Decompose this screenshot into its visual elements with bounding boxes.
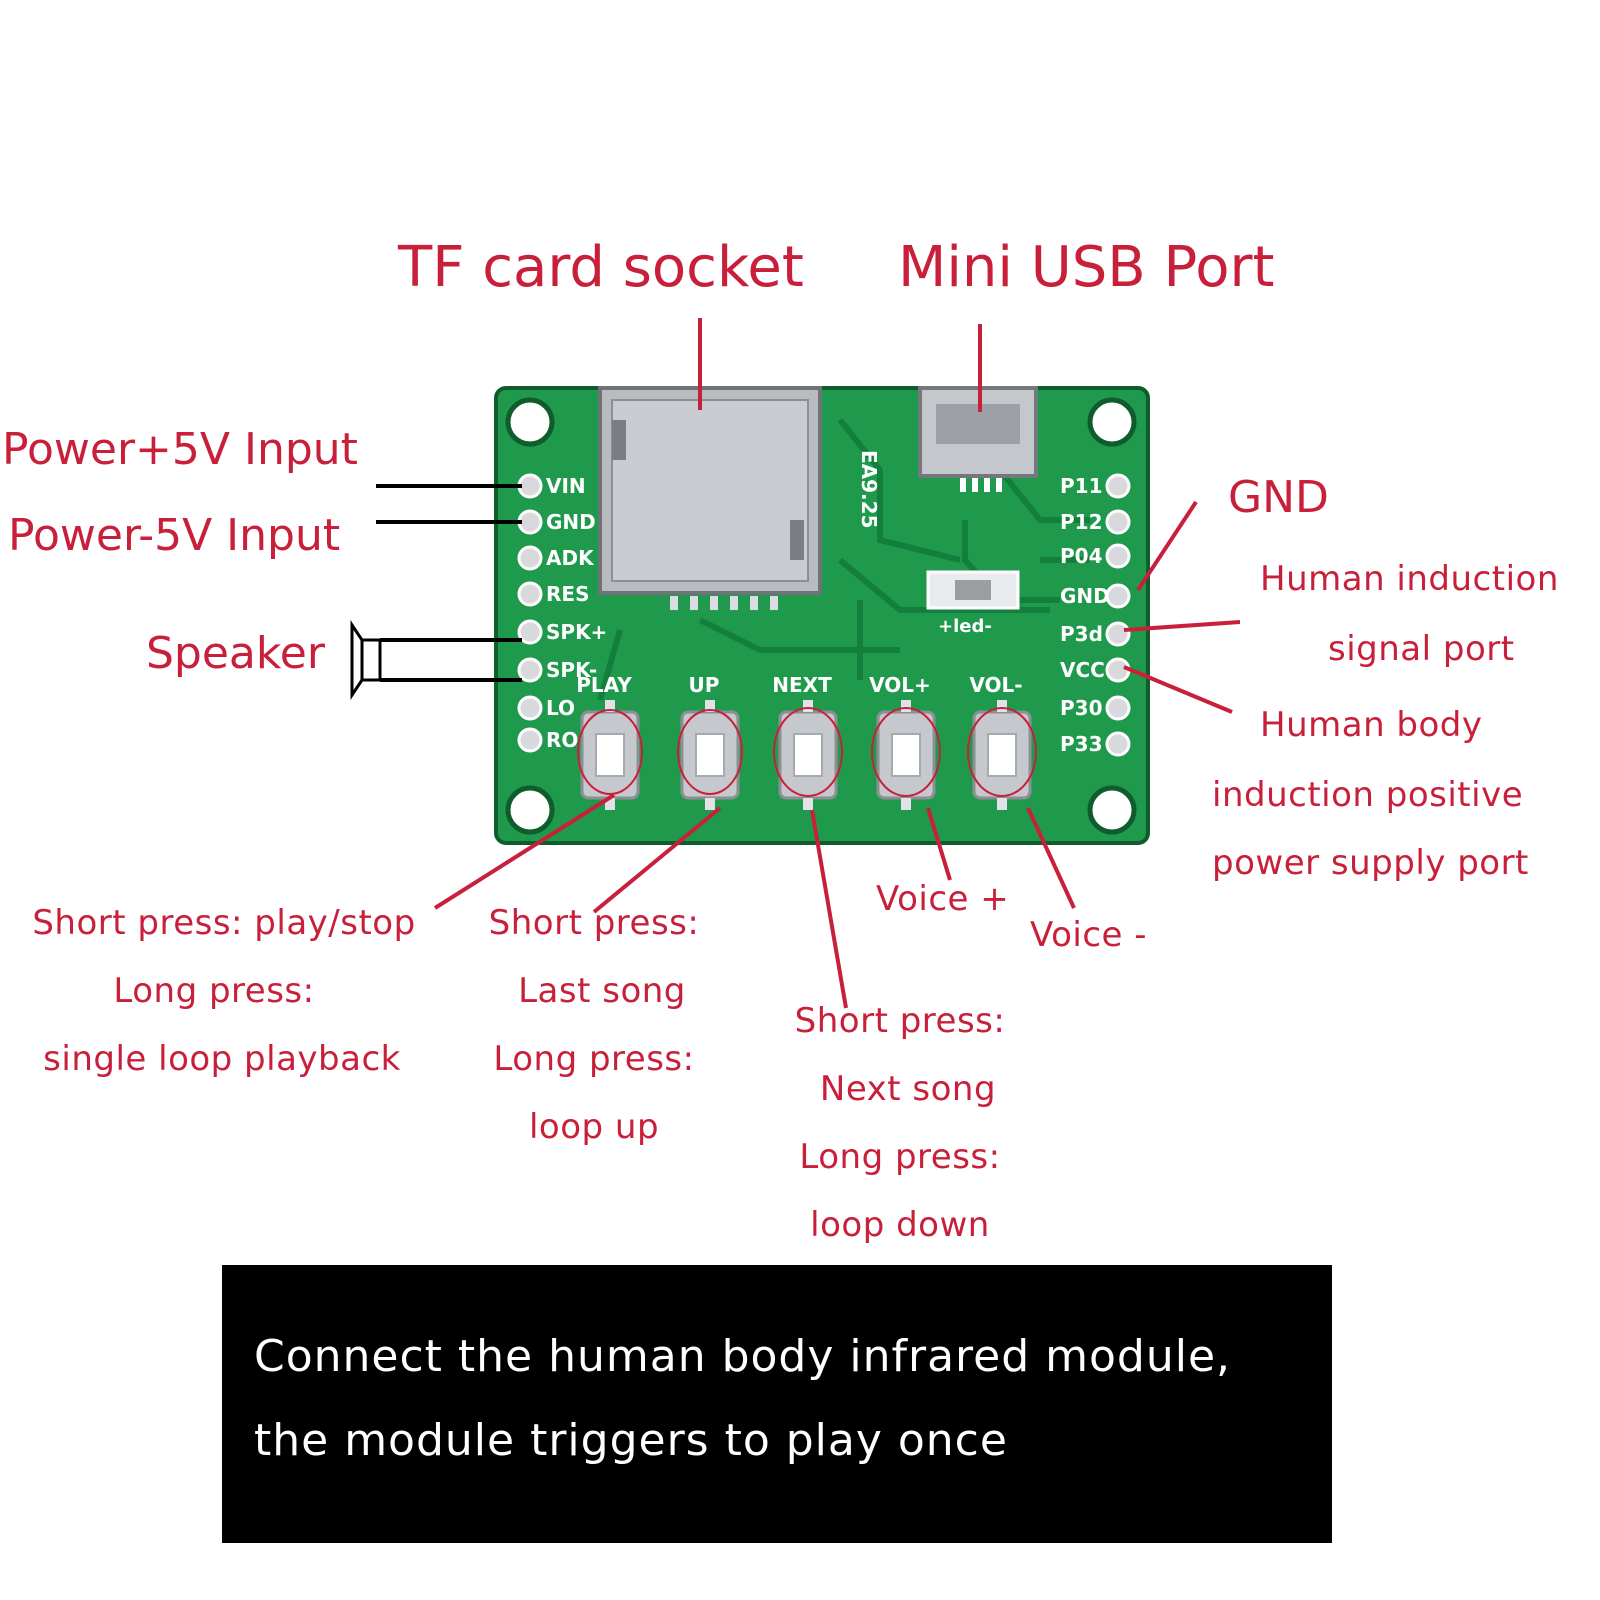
button-lead	[705, 700, 715, 712]
chip-marking: EA9.25	[857, 450, 881, 529]
button-cap	[793, 733, 823, 777]
left-pin-pad	[517, 509, 543, 535]
button-label: VOL+	[869, 673, 931, 697]
label-human-body-3: power supply port	[1212, 843, 1529, 883]
right-pin-pad	[1105, 731, 1131, 757]
right-pin-label: P04	[1060, 544, 1103, 568]
button-label: NEXT	[772, 673, 832, 697]
tactile-buttons: PLAY UP NEXT VOL+ VOL-	[576, 673, 1032, 810]
right-pin-pad	[1105, 695, 1131, 721]
button-lead	[901, 798, 911, 810]
button-cap	[891, 733, 921, 777]
button-lead	[705, 798, 715, 810]
button-cap	[595, 733, 625, 777]
pointer-lines	[433, 318, 1241, 1009]
label-voice-plus: Voice +	[876, 879, 1010, 919]
label-gnd: GND	[1228, 472, 1329, 523]
button-label: UP	[689, 673, 720, 697]
label-speaker: Speaker	[146, 628, 325, 679]
right-pin-pad	[1105, 657, 1131, 683]
right-pin-pad	[1105, 543, 1131, 569]
right-pin-label: P33	[1060, 732, 1103, 756]
play-note-line-1: Short press: play/stop	[32, 903, 416, 943]
up-note-line-2: Last song	[518, 971, 686, 1011]
tf-card-socket	[598, 386, 822, 610]
wires	[376, 484, 522, 682]
label-human-induction-1: Human induction	[1260, 559, 1559, 599]
right-pin-label: VCC	[1060, 658, 1105, 682]
button-lead	[901, 700, 911, 712]
left-pin-pad	[517, 695, 543, 721]
left-pin-pad	[517, 727, 543, 753]
right-pin-pad	[1105, 473, 1131, 499]
left-pin-label: VIN	[546, 474, 586, 498]
right-pin-label: GND	[1060, 584, 1110, 608]
right-pin-pad	[1105, 621, 1131, 647]
button-label: VOL-	[969, 673, 1022, 697]
button-lead	[605, 700, 615, 712]
label-tf-card-socket: TF card socket	[398, 235, 804, 300]
label-power-plus: Power+5V Input	[2, 424, 358, 475]
mounting-hole	[1087, 785, 1137, 835]
button-cap	[695, 733, 725, 777]
left-pin-label: SPK+	[546, 620, 607, 644]
left-pin-label: GND	[546, 510, 596, 534]
right-pin-label: P12	[1060, 510, 1103, 534]
right-pin-label: P11	[1060, 474, 1103, 498]
left-pin-header: VIN GND ADK RES SPK+ SPK- LO RO	[517, 473, 607, 753]
left-pin-label: SPK-	[546, 658, 597, 682]
up-note-line-4: loop up	[528, 1107, 660, 1147]
right-pin-pad	[1105, 583, 1131, 609]
left-pin-pad	[517, 473, 543, 499]
left-pin-label: ADK	[546, 546, 595, 570]
info-note-line-2: the module triggers to play once	[254, 1415, 1008, 1466]
right-pin-pad	[1105, 509, 1131, 535]
up-note-line-3: Long press:	[493, 1039, 695, 1079]
info-note-box: Connect the human body infrared module, …	[222, 1265, 1332, 1543]
label-mini-usb-port: Mini USB Port	[898, 235, 1275, 300]
button-label: PLAY	[576, 673, 632, 697]
play-note-line-2: Long press:	[113, 971, 315, 1011]
button-lead	[803, 798, 813, 810]
left-pin-label: RES	[546, 582, 589, 606]
led-label: +led-	[938, 616, 992, 637]
label-voice-minus: Voice -	[1030, 915, 1148, 955]
button-lead	[997, 798, 1007, 810]
button-lead	[997, 700, 1007, 712]
next-note-line-1: Short press:	[794, 1001, 1006, 1041]
right-pin-label: P3d	[1060, 622, 1103, 646]
label-human-body-2: induction positive	[1212, 775, 1524, 815]
up-note-line-1: Short press:	[488, 903, 700, 943]
next-note-line-3: Long press:	[799, 1137, 1001, 1177]
label-power-minus: Power-5V Input	[8, 510, 341, 561]
left-pin-pad	[517, 545, 543, 571]
button-lead	[803, 700, 813, 712]
button-lead	[605, 798, 615, 810]
button-cap	[987, 733, 1017, 777]
speaker-icon	[350, 620, 382, 700]
next-note-line-2: Next song	[819, 1069, 997, 1109]
left-pin-pad	[517, 619, 543, 645]
left-pin-pad	[517, 581, 543, 607]
left-pin-label: LO	[546, 696, 575, 720]
left-pin-pad	[517, 657, 543, 683]
left-pin-label: RO	[546, 728, 578, 752]
mounting-hole	[1087, 397, 1137, 447]
right-pin-label: P30	[1060, 696, 1103, 720]
mounting-hole	[505, 397, 555, 447]
label-human-induction-2: signal port	[1328, 629, 1515, 669]
button-highlights	[577, 707, 1037, 797]
info-note-line-1: Connect the human body infrared module,	[254, 1331, 1232, 1382]
mounting-hole	[505, 785, 555, 835]
play-note-line-3: single loop playback	[43, 1039, 401, 1079]
led-component	[926, 570, 1020, 610]
next-note-line-4: loop down	[810, 1205, 990, 1245]
label-human-body-1: Human body	[1260, 705, 1483, 745]
mounting-holes	[505, 397, 1137, 835]
